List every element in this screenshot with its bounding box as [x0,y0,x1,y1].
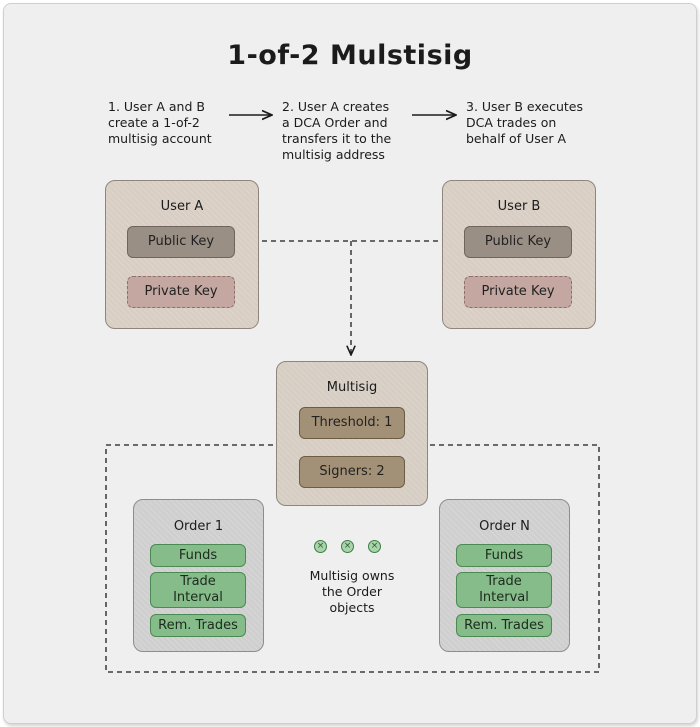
order-1-title: Order 1 [173,519,224,534]
ellipsis-dot-icon: × [368,540,381,553]
diagram-canvas: 1-of-2 Mulstisig 1. User A and B create … [3,3,697,724]
diagram-title: 1-of-2 Mulstisig [227,40,473,71]
order-n-trade-interval: Trade Interval [456,572,552,608]
user-a-private-key: Private Key [127,276,235,308]
multisig-title: Multisig [326,380,378,395]
ellipsis-dot-icon: × [314,540,327,553]
multisig-signers: Signers: 2 [299,456,405,488]
order-1-trade-interval: Trade Interval [150,572,246,608]
user-b-public-key: Public Key [464,226,572,258]
step-2-text: 2. User A creates a DCA Order and transf… [282,99,392,162]
step-1-text: 1. User A and B create a 1-of-2 multisig… [108,99,212,146]
order-1-remaining-trades: Rem. Trades [150,614,246,637]
user-b-private-key: Private Key [464,276,572,308]
multisig-threshold: Threshold: 1 [299,407,405,439]
order-n-funds: Funds [456,544,552,567]
ellipsis-dot-icon: × [341,540,354,553]
multisig-box: Multisig Threshold: 1 Signers: 2 [276,361,428,506]
ownership-note: Multisig owns the Order objects [309,568,395,615]
user-a-public-key: Public Key [127,226,235,258]
user-b-title: User B [497,199,541,214]
user-a-box: User A Public Key Private Key [105,180,259,329]
order-n-remaining-trades: Rem. Trades [456,614,552,637]
user-b-box: User B Public Key Private Key [442,180,596,329]
order-1-box: Order 1 Funds Trade Interval Rem. Trades [133,499,264,652]
step-3-text: 3. User B executes DCA trades on behalf … [466,99,583,146]
order-n-box: Order N Funds Trade Interval Rem. Trades [439,499,570,652]
order-1-funds: Funds [150,544,246,567]
order-n-title: Order N [479,519,530,534]
user-a-title: User A [160,199,204,214]
